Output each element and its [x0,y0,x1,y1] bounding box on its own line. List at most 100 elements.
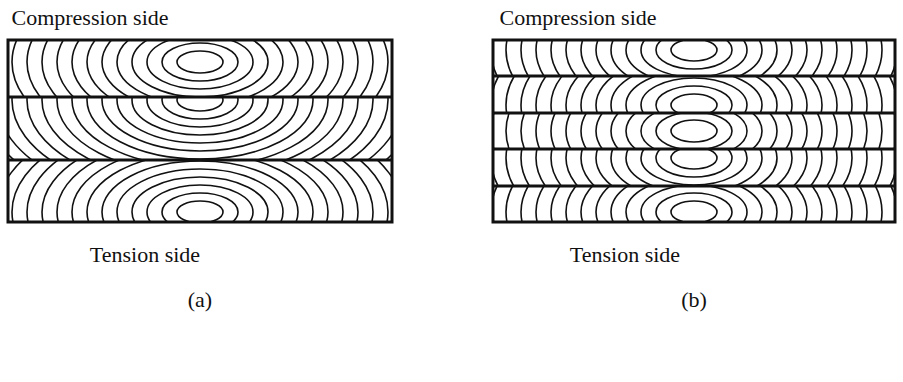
growth-ring [611,76,777,113]
growth-ring [493,40,895,76]
panel-label: (b) [681,288,707,312]
growth-ring [132,40,268,97]
growth-ring [521,186,867,222]
glue-line [493,185,895,188]
growth-ring [611,40,777,76]
growth-ring [493,149,895,186]
growth-ring [626,76,762,113]
growth-ring [671,40,717,61]
growth-ring [147,40,253,89]
growth-ring [506,186,882,222]
growth-ring [641,40,747,76]
growth-ring [8,160,392,222]
growth-ring [596,186,792,222]
growth-ring [641,113,747,149]
growth-ring [493,149,895,186]
growth-ring [147,97,253,127]
growth-ring [493,113,895,149]
growth-ring [656,40,732,69]
panel-label: (a) [188,288,212,312]
growth-ring [57,97,343,160]
growth-ring [536,76,852,113]
growth-ring [42,97,358,160]
growth-ring [162,43,238,81]
lamination-rings [8,97,392,160]
growth-ring [551,186,837,222]
growth-ring [493,113,895,149]
growth-ring [493,76,895,113]
side-label: Compression side [499,6,656,30]
growth-ring [551,149,837,186]
beam-a-outline [8,40,392,222]
growth-rings [0,0,903,359]
growth-ring [626,149,762,186]
growth-ring [8,160,392,222]
growth-ring [581,76,807,113]
growth-ring [102,97,298,151]
growth-ring [536,149,852,186]
growth-ring [566,113,822,149]
growth-ring [493,113,895,149]
growth-ring [493,113,895,149]
growth-ring [493,40,895,76]
glue-line [493,148,895,151]
growth-ring [626,113,762,149]
growth-ring [8,97,392,160]
side-label: Tension side [90,243,200,267]
growth-ring [521,40,867,76]
growth-ring [493,186,895,222]
growth-ring [521,149,867,186]
growth-ring [27,97,373,160]
growth-ring [12,160,388,222]
growth-ring [551,76,837,113]
growth-ring [162,193,238,222]
growth-ring [493,76,895,113]
growth-ring [521,76,867,113]
growth-ring [8,160,392,222]
growth-ring [506,76,882,113]
growth-ring [566,40,822,76]
lamination-rings [8,40,392,97]
growth-ring [566,76,822,113]
growth-ring [8,97,392,160]
growth-ring [493,76,895,113]
growth-ring [8,40,392,97]
growth-ring [626,40,762,76]
growth-ring [12,40,388,97]
growth-ring [177,201,223,222]
lamination-rings [8,160,392,222]
growth-ring [493,40,895,76]
lamination-rings [493,76,895,113]
growth-ring [536,113,852,149]
growth-ring [493,186,895,222]
growth-ring [493,76,895,113]
growth-ring [596,113,792,149]
glue-line [8,159,392,162]
growth-ring [8,97,392,160]
growth-ring [42,40,358,97]
growth-ring [493,76,895,113]
growth-ring [611,113,777,149]
growth-ring [536,40,852,76]
growth-ring [493,113,895,149]
growth-ring [27,40,373,97]
growth-ring [493,186,895,222]
growth-ring [566,149,822,186]
growth-ring [147,185,253,222]
growth-ring [493,186,895,222]
growth-ring [87,160,313,222]
growth-ring [72,97,328,160]
growth-ring [72,160,328,222]
growth-ring [493,149,895,186]
growth-ring [536,186,852,222]
growth-ring [671,120,717,142]
growth-ring [102,161,298,222]
growth-ring [493,149,895,186]
beam-b-outline [493,40,895,222]
growth-ring [626,186,762,222]
growth-ring [581,113,807,149]
growth-ring [506,149,882,186]
growth-ring [521,113,867,149]
growth-ring [671,201,717,222]
